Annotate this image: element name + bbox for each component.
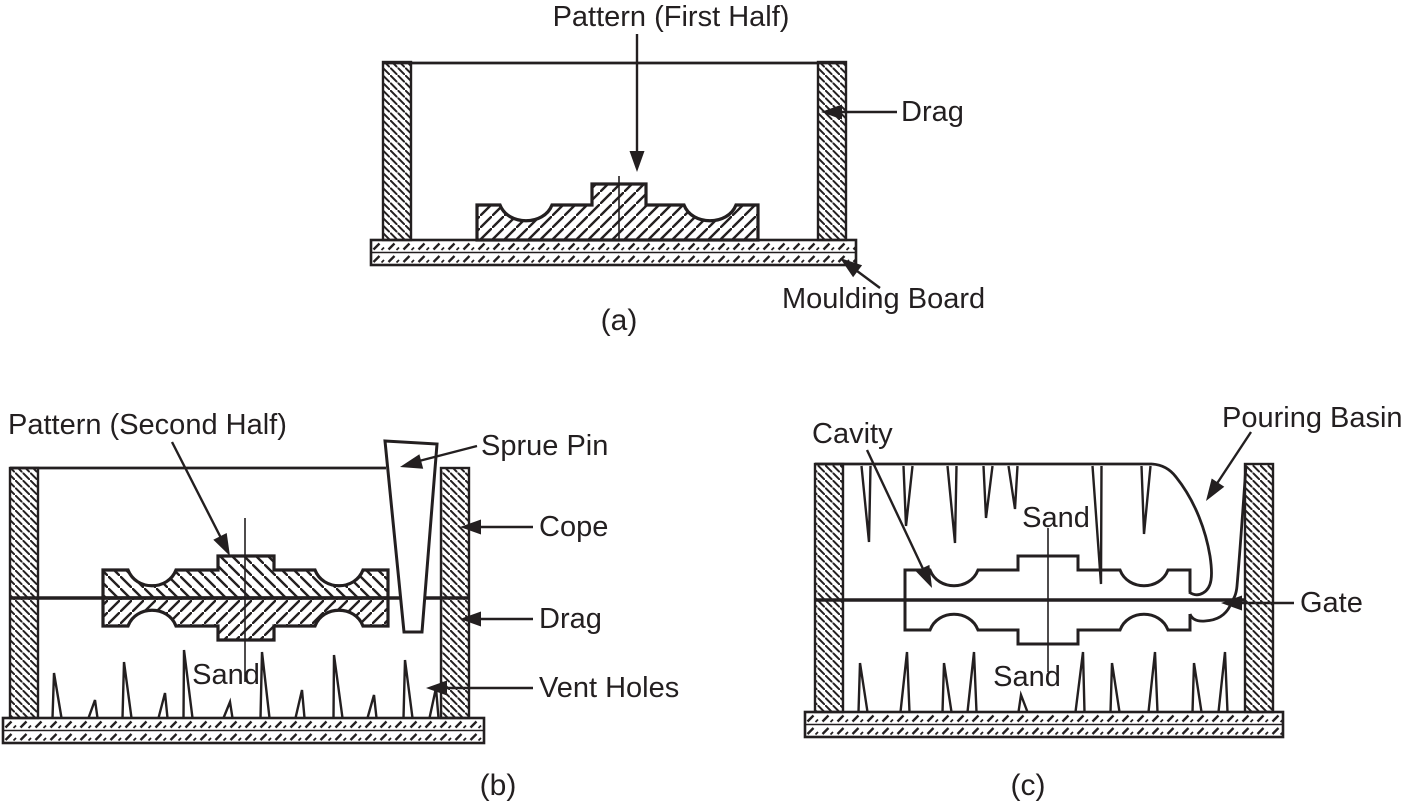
caption-b: (b) [480,769,517,802]
label-drag-b: Drag [539,603,602,635]
vent-hole-spike [946,465,958,544]
label-pattern-first-half: Pattern (First Half) [553,1,790,33]
leader-sprue-pin [418,444,478,463]
leader-pouring-basin [1214,431,1253,486]
flask-wall-left-c [813,462,845,714]
vent-hole-spike [860,465,872,543]
label-pouring-basin: Pouring Basin [1222,402,1403,434]
label-cope: Cope [539,511,608,543]
vent-holes-c-bottom [857,651,1229,713]
label-moulding-board: Moulding Board [782,283,985,315]
vent-hole-spike [1091,465,1103,585]
vent-hole-spike [1217,651,1229,713]
vent-hole-spike [902,465,914,527]
gate-channel-floor [1188,605,1232,623]
arrowhead-pattern-first-half [629,151,645,172]
arrowhead-pattern-second-half [213,533,230,556]
flask-wall-right-c [1243,462,1275,714]
sprue-pin-shape [383,439,439,634]
label-gate: Gate [1300,587,1363,619]
vent-hole-spike [1074,651,1086,713]
vent-hole-spike [1007,465,1019,510]
label-vent-holes: Vent Holes [539,672,679,704]
caption-c: (c) [1011,769,1046,802]
vent-hole-spike [428,687,440,719]
pouring-basin-right-edge [1229,465,1248,605]
arrowhead-cavity [915,564,932,588]
vent-hole-spike [1191,662,1203,713]
arrowhead-sprue-pin [400,454,424,469]
vent-hole-spike [259,651,271,719]
panel-b: Pattern (Second Half) Sprue Pin Cope Dra… [1,409,679,802]
arrowhead-drag-a [821,104,842,120]
vent-hole-spike [157,692,169,719]
vent-hole-spike [966,651,978,713]
vent-hole-spike [332,654,344,719]
vent-hole-spike [857,662,869,713]
vent-hole-spike [941,662,953,713]
vent-hole-spike [402,659,414,719]
arrowhead-cope [460,519,481,535]
drag-wall-right [816,60,848,242]
leader-moulding-board [852,267,881,289]
label-sand-b: Sand [192,659,260,691]
vent-hole-spike [87,699,99,719]
vent-hole-spike [294,689,306,719]
caption-a: (a) [601,304,638,337]
label-drag-a: Drag [901,96,964,128]
panel-a: Pattern (First Half) Drag Moulding Board… [369,1,985,337]
drag-wall-left [381,60,413,242]
arrowhead-gate [1221,595,1242,611]
arrowhead-moulding-board [840,258,863,278]
label-sand-c-bottom: Sand [993,661,1061,693]
vent-hole-spike [899,651,911,713]
flask-wall-right-b [439,466,471,720]
vent-holes-b [51,649,440,719]
arrowhead-vent-holes [426,680,447,696]
arrowhead-pouring-basin [1206,478,1225,501]
vent-hole-spike [51,672,63,719]
flask-wall-left-b [8,466,40,720]
label-sprue-pin: Sprue Pin [481,430,608,462]
pattern-first-half-shape [475,182,760,242]
label-cavity: Cavity [812,418,893,450]
vent-hole-spike [1017,690,1029,713]
vent-hole-spike [182,649,194,719]
vent-hole-spike [1109,662,1121,713]
pouring-basin-left-edge [1151,462,1213,597]
vent-hole-spike [222,697,234,719]
vent-hole-spike [982,465,994,519]
vent-hole-spike [1147,651,1159,713]
label-pattern-second-half: Pattern (Second Half) [8,409,287,441]
arrowhead-drag-b [460,611,481,627]
vent-hole-spike [121,661,133,719]
leader-cavity [865,449,926,572]
label-sand-c-top: Sand [1022,502,1090,534]
vent-hole-spike [366,694,378,719]
vent-holes-c-top [860,465,1152,585]
leader-pattern-second-half [170,441,223,539]
panel-c: Cavity Pouring Basin Gate Sand Sand (c) [803,402,1403,802]
vent-hole-spike [1140,465,1152,535]
